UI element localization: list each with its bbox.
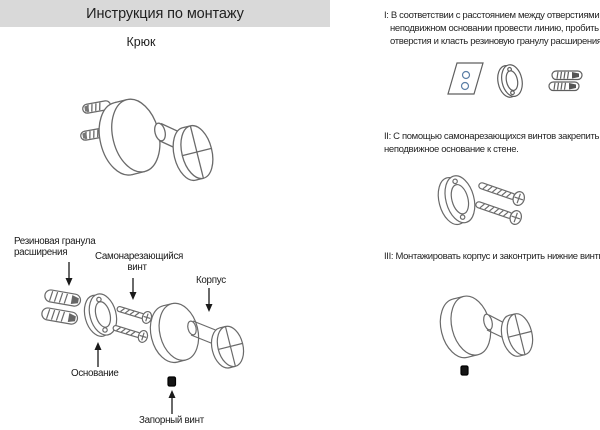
step-1-line: отверстия и класть резиновую гранулу рас… (390, 36, 600, 47)
wall-anchor-icon (548, 81, 580, 92)
label-self-tapping-screw: Самонарезающийся винт (95, 251, 184, 273)
hook-front-disc (172, 124, 214, 182)
label-line: Резиновая гранула (14, 236, 96, 247)
hook-body-icon (439, 295, 534, 359)
step-2-text: II: С помощью самонарезающихся винтов за… (384, 130, 599, 156)
base-ring-icon (497, 64, 523, 98)
screw-icon (475, 201, 523, 225)
set-screw-icon (167, 376, 177, 387)
step-1-line: неподвижном основании провести линию, пр… (390, 23, 599, 34)
screw-icon (478, 182, 526, 206)
page-title: Инструкция по монтажу (86, 5, 244, 22)
arrow-down-icon (129, 278, 137, 300)
product-name: Крюк (126, 35, 156, 49)
step-2-line: II: С помощью самонарезающихся винтов за… (384, 131, 600, 142)
hook-wall-plate (98, 98, 161, 176)
exploded-parts-drawing (41, 262, 245, 414)
label-base: Основание (71, 368, 119, 379)
label-body: Корпус (196, 275, 226, 286)
arrow-up-icon (94, 342, 102, 367)
step-3-illustration (439, 295, 534, 376)
base-ring-icon (83, 293, 118, 337)
screw-icon (116, 306, 153, 324)
base-ring-icon (437, 175, 476, 226)
label-line: винт (127, 261, 147, 273)
step-3-text: III: Монтажировать корпус и законтрить н… (384, 250, 600, 263)
set-screw-icon (460, 365, 469, 376)
step-3-line: III: Монтажировать корпус и законтрить н… (384, 251, 600, 262)
label-line: Самонарезающийся (95, 251, 184, 262)
arrow-down-icon (205, 288, 213, 312)
screw-icon (112, 325, 149, 343)
wall-anchor-icon (41, 307, 79, 325)
label-rubber-granule: Резиновая гранула расширения (14, 236, 96, 258)
step-1-line: I: В соответствии с расстоянием между от… (384, 10, 600, 21)
hook-body-icon (149, 302, 245, 369)
assembled-hook-drawing (80, 98, 214, 182)
label-locking-screw: Запорный винт (139, 415, 204, 426)
step-2-line: неподвижное основание к стене. (384, 144, 519, 155)
step-2-illustration (437, 175, 526, 226)
label-line: расширения (14, 246, 68, 258)
wall-anchor-icon (551, 70, 583, 81)
arrow-down-icon (65, 262, 73, 286)
wall-anchor-icon (44, 289, 82, 307)
step-1-text: I: В соответствии с расстоянием между от… (384, 9, 600, 48)
arrow-up-icon (168, 390, 176, 414)
page-title-bar: Инструкция по монтажу (0, 0, 330, 27)
step-1-illustration (447, 62, 583, 98)
